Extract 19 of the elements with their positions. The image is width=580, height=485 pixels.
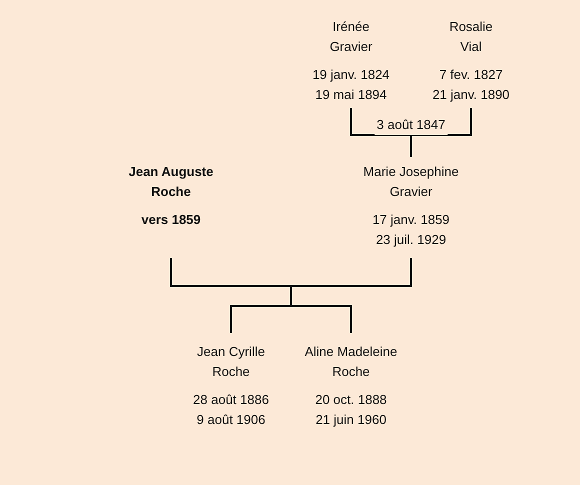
date-text: 21 juin 1960 [316,411,386,429]
person-name: Marie Josephine Gravier [362,163,460,201]
connector-line [290,258,412,333]
date-text: 19 mai 1894 [315,86,387,104]
date-text: 17 janv. 1859 [372,211,450,229]
person-name: Jean Cyrille Roche [196,343,266,381]
date-text: 20 oct. 1888 [315,391,387,409]
person-name: Rosalie Vial [448,18,494,56]
date-text: 19 janv. 1824 [312,66,390,84]
date-text: 9 août 1906 [196,411,266,429]
connector-line [410,108,472,157]
person-name: Irénée Gravier [328,18,374,56]
date-text: 23 juil. 1929 [376,231,446,249]
person-name: Jean Auguste Roche [128,163,214,201]
date-text: 7 fev. 1827 [439,66,503,84]
date-text: 21 janv. 1890 [432,86,510,104]
date-text: 28 août 1886 [193,391,269,409]
person-name: Aline Madeleine Roche [304,343,398,381]
date-text: vers 1859 [141,211,201,229]
